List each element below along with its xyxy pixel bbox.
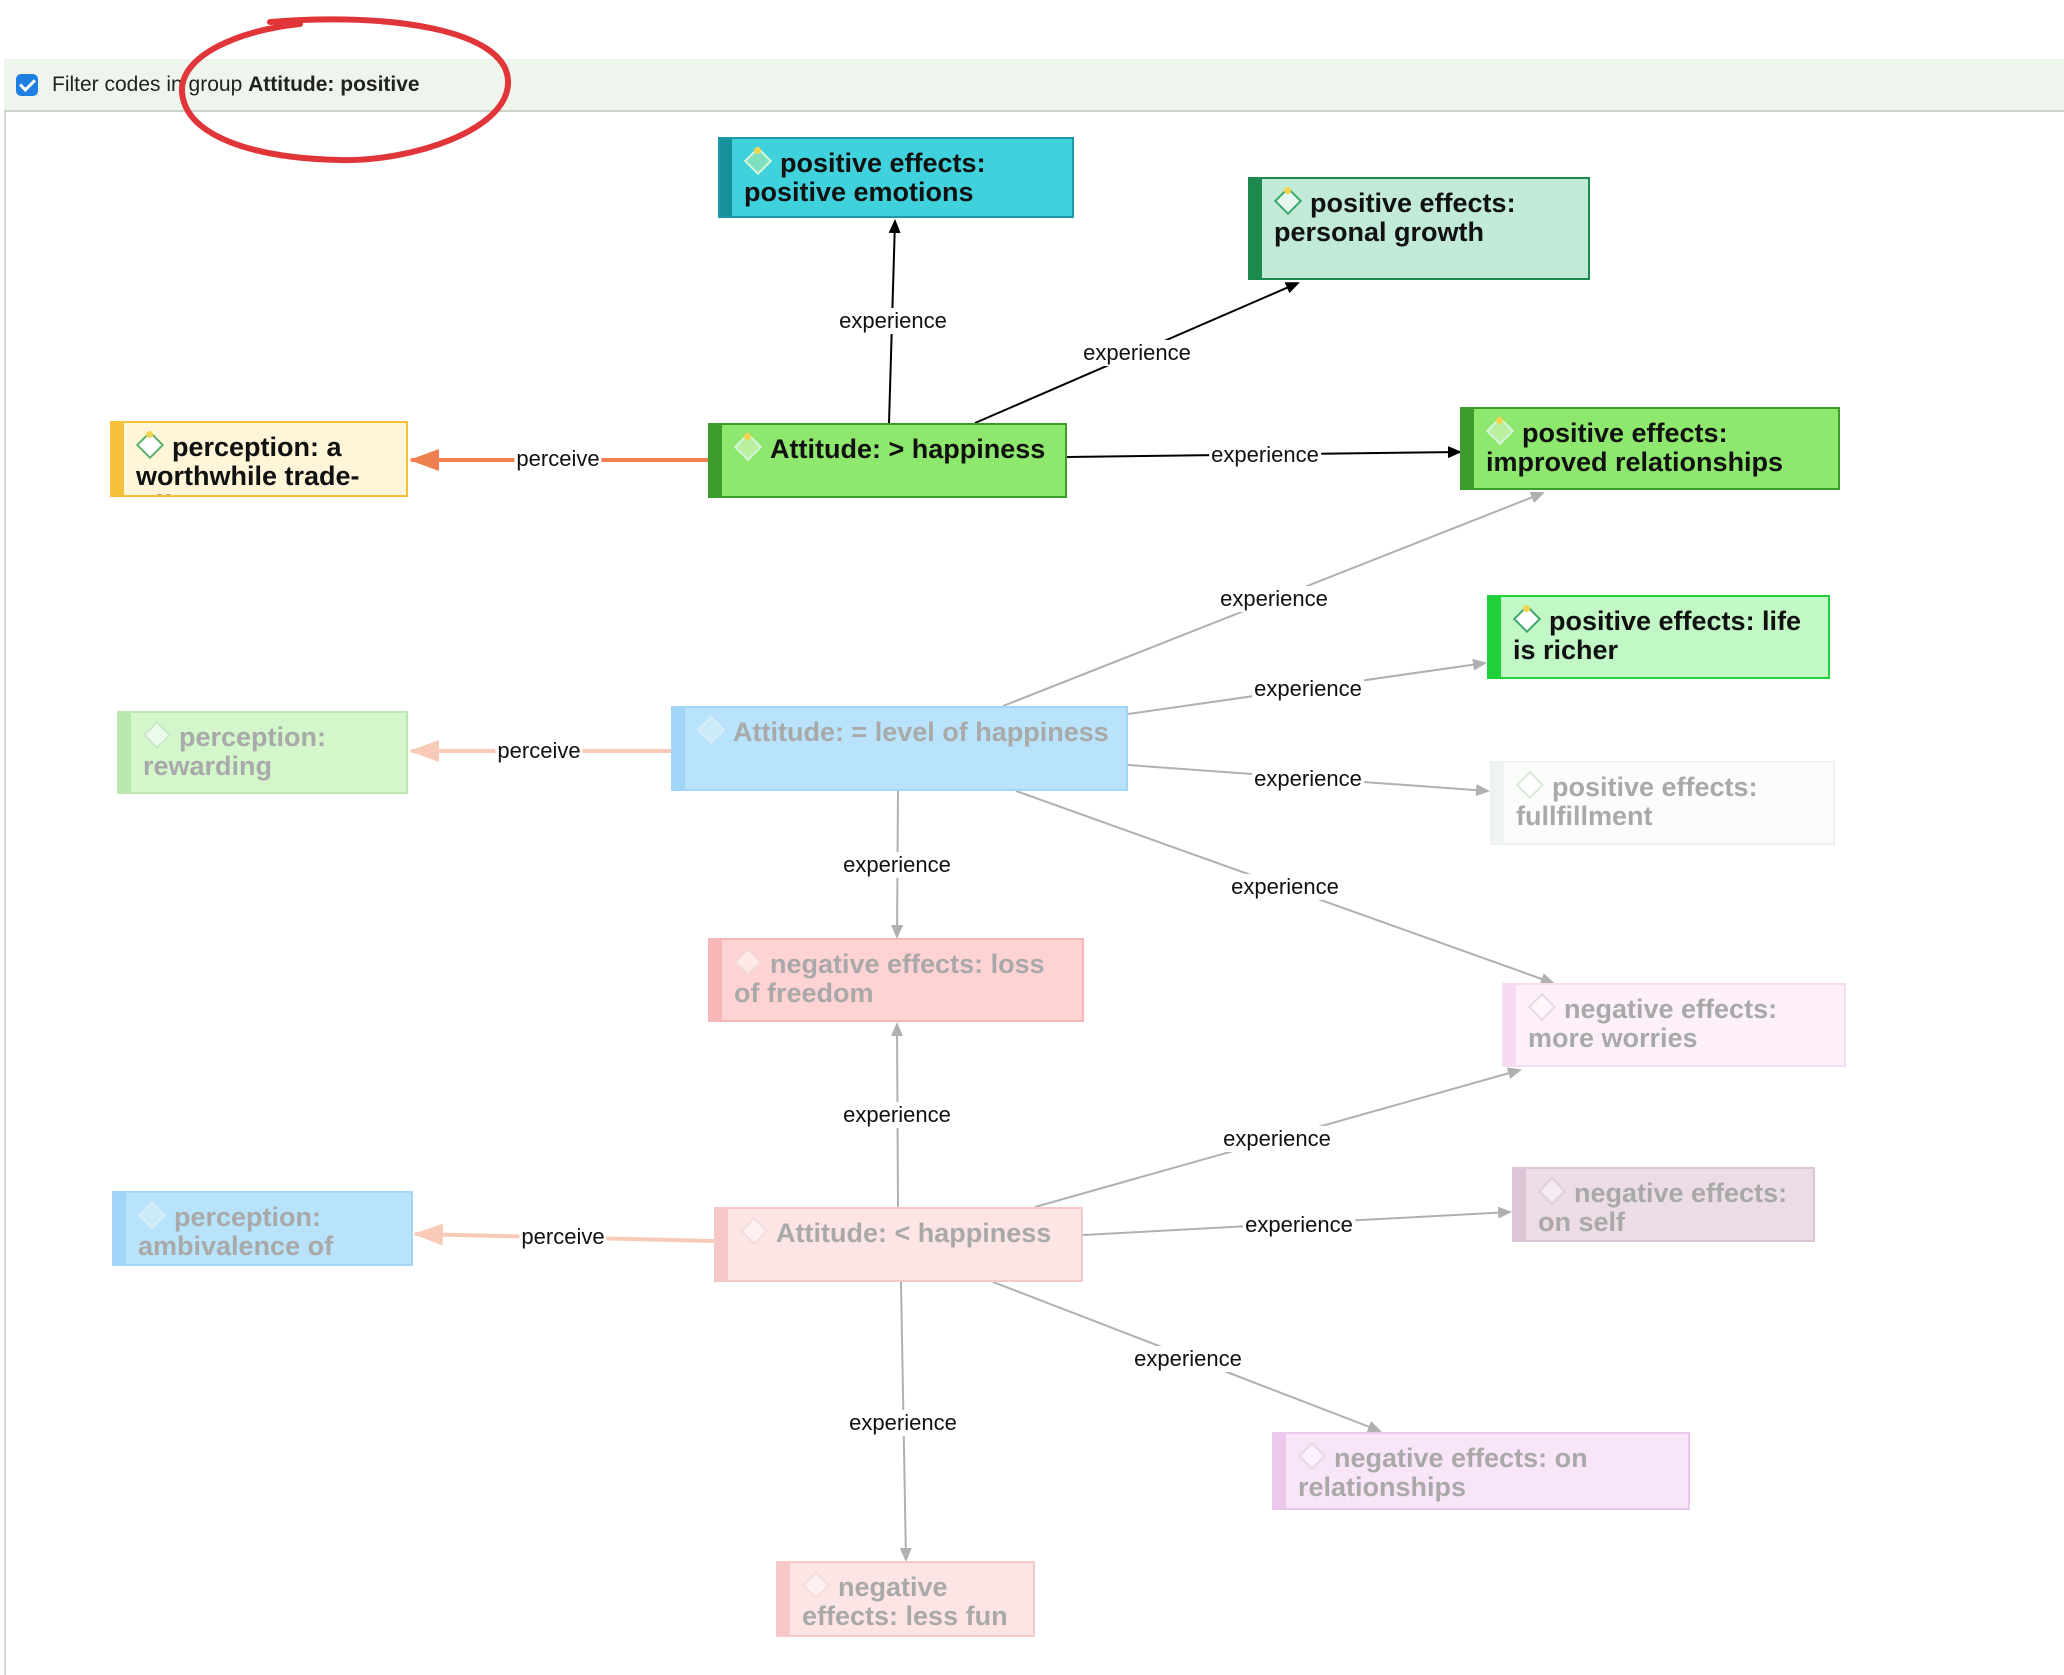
node-pe-life-is-richer[interactable]: positive effects: life is richer xyxy=(1487,595,1830,679)
node-label: positive effects: life is richer xyxy=(1513,606,1802,665)
node-label: Attitude: < happiness xyxy=(776,1218,1052,1248)
code-icon xyxy=(733,947,763,977)
edge-label-e4: experience xyxy=(1209,442,1321,468)
node-ne-on-relationships[interactable]: negative effects: on relationships xyxy=(1272,1432,1690,1510)
node-label: Attitude: > happiness xyxy=(770,434,1046,464)
code-icon xyxy=(142,720,172,750)
edge-label-e6: experience xyxy=(1252,676,1364,702)
node-pe-personal-growth[interactable]: positive effects: personal growth xyxy=(1248,177,1590,280)
node-label: positive effects: personal growth xyxy=(1274,188,1516,247)
edge-label-e7: perceive xyxy=(495,738,583,764)
edge-label-e14: experience xyxy=(1243,1212,1355,1238)
node-label: perception: ambivalence of xyxy=(138,1202,334,1261)
code-icon xyxy=(696,715,726,745)
edge-label-e8: experience xyxy=(1252,766,1364,792)
code-icon xyxy=(739,1216,769,1246)
node-perception-worthwhile-trade-off[interactable]: perception: a worthwhile trade-off xyxy=(110,421,408,497)
node-pe-positive-emotions[interactable]: positive effects: positive emotions xyxy=(718,137,1074,218)
edge-label-e11: experience xyxy=(841,1102,953,1128)
filter-group-name: Attitude: positive xyxy=(248,72,420,96)
node-label: negative effects: less fun xyxy=(802,1572,1008,1631)
code-icon xyxy=(801,1570,831,1600)
node-label: positive effects: positive emotions xyxy=(744,148,986,207)
annotation-circle xyxy=(178,16,512,164)
node-attitude-equal-level[interactable]: Attitude: = level of happiness xyxy=(671,706,1128,791)
code-icon xyxy=(1297,1441,1327,1471)
node-ne-loss-of-freedom[interactable]: negative effects: loss of freedom xyxy=(708,938,1084,1022)
filter-label[interactable]: Filter codes in group Attitude: positive xyxy=(52,73,420,97)
node-label: negative effects: on self xyxy=(1538,1178,1788,1237)
node-attitude-less-happiness[interactable]: Attitude: < happiness xyxy=(714,1207,1083,1282)
node-pe-fulfillment[interactable]: positive effects: fullfillment xyxy=(1490,761,1835,845)
edge-label-e16: experience xyxy=(847,1410,959,1436)
node-perception-ambivalence[interactable]: perception: ambivalence of xyxy=(112,1191,413,1266)
node-ne-on-self[interactable]: negative effects: on self xyxy=(1512,1167,1815,1242)
edge-label-e9: experience xyxy=(841,852,953,878)
node-label: Attitude: = level of happiness xyxy=(733,717,1109,747)
edge-label-e10: experience xyxy=(1229,874,1341,900)
node-label: positive effects: improved relationships xyxy=(1486,418,1784,477)
edge-label-e1: experience xyxy=(837,308,949,334)
node-label: perception: a worthwhile trade-off xyxy=(136,432,360,496)
filter-checkbox[interactable] xyxy=(16,73,38,96)
code-icon xyxy=(137,1200,167,1230)
node-ne-more-worries[interactable]: negative effects: more worries xyxy=(1502,983,1846,1067)
code-icon xyxy=(1515,770,1545,800)
node-ne-less-fun[interactable]: negative effects: less fun xyxy=(776,1561,1035,1637)
filter-bar: Filter codes in group Attitude: positive xyxy=(4,59,2064,112)
code-icon xyxy=(1527,992,1557,1022)
edge-label-e3: perceive xyxy=(514,446,602,472)
code-icon xyxy=(1537,1176,1567,1206)
edge-label-e5: experience xyxy=(1218,586,1330,612)
edge-label-e15: experience xyxy=(1132,1346,1244,1372)
node-label: positive effects: fullfillment xyxy=(1516,772,1758,831)
edge-label-e13: perceive xyxy=(519,1224,607,1250)
canvas-border xyxy=(4,112,6,1675)
node-label: perception: rewarding xyxy=(143,722,327,781)
filter-label-prefix: Filter codes in group xyxy=(52,72,249,96)
node-label: negative effects: more worries xyxy=(1528,994,1778,1053)
node-perception-rewarding[interactable]: perception: rewarding xyxy=(117,711,408,794)
node-label: negative effects: loss of freedom xyxy=(734,949,1045,1008)
node-attitude-greater-happiness[interactable]: Attitude: > happiness xyxy=(708,423,1067,498)
edge-label-e12: experience xyxy=(1221,1126,1333,1152)
node-pe-improved-relationships[interactable]: positive effects: improved relationships xyxy=(1460,407,1840,490)
edge-label-e2: experience xyxy=(1081,340,1193,366)
node-label: negative effects: on relationships xyxy=(1298,1443,1588,1502)
